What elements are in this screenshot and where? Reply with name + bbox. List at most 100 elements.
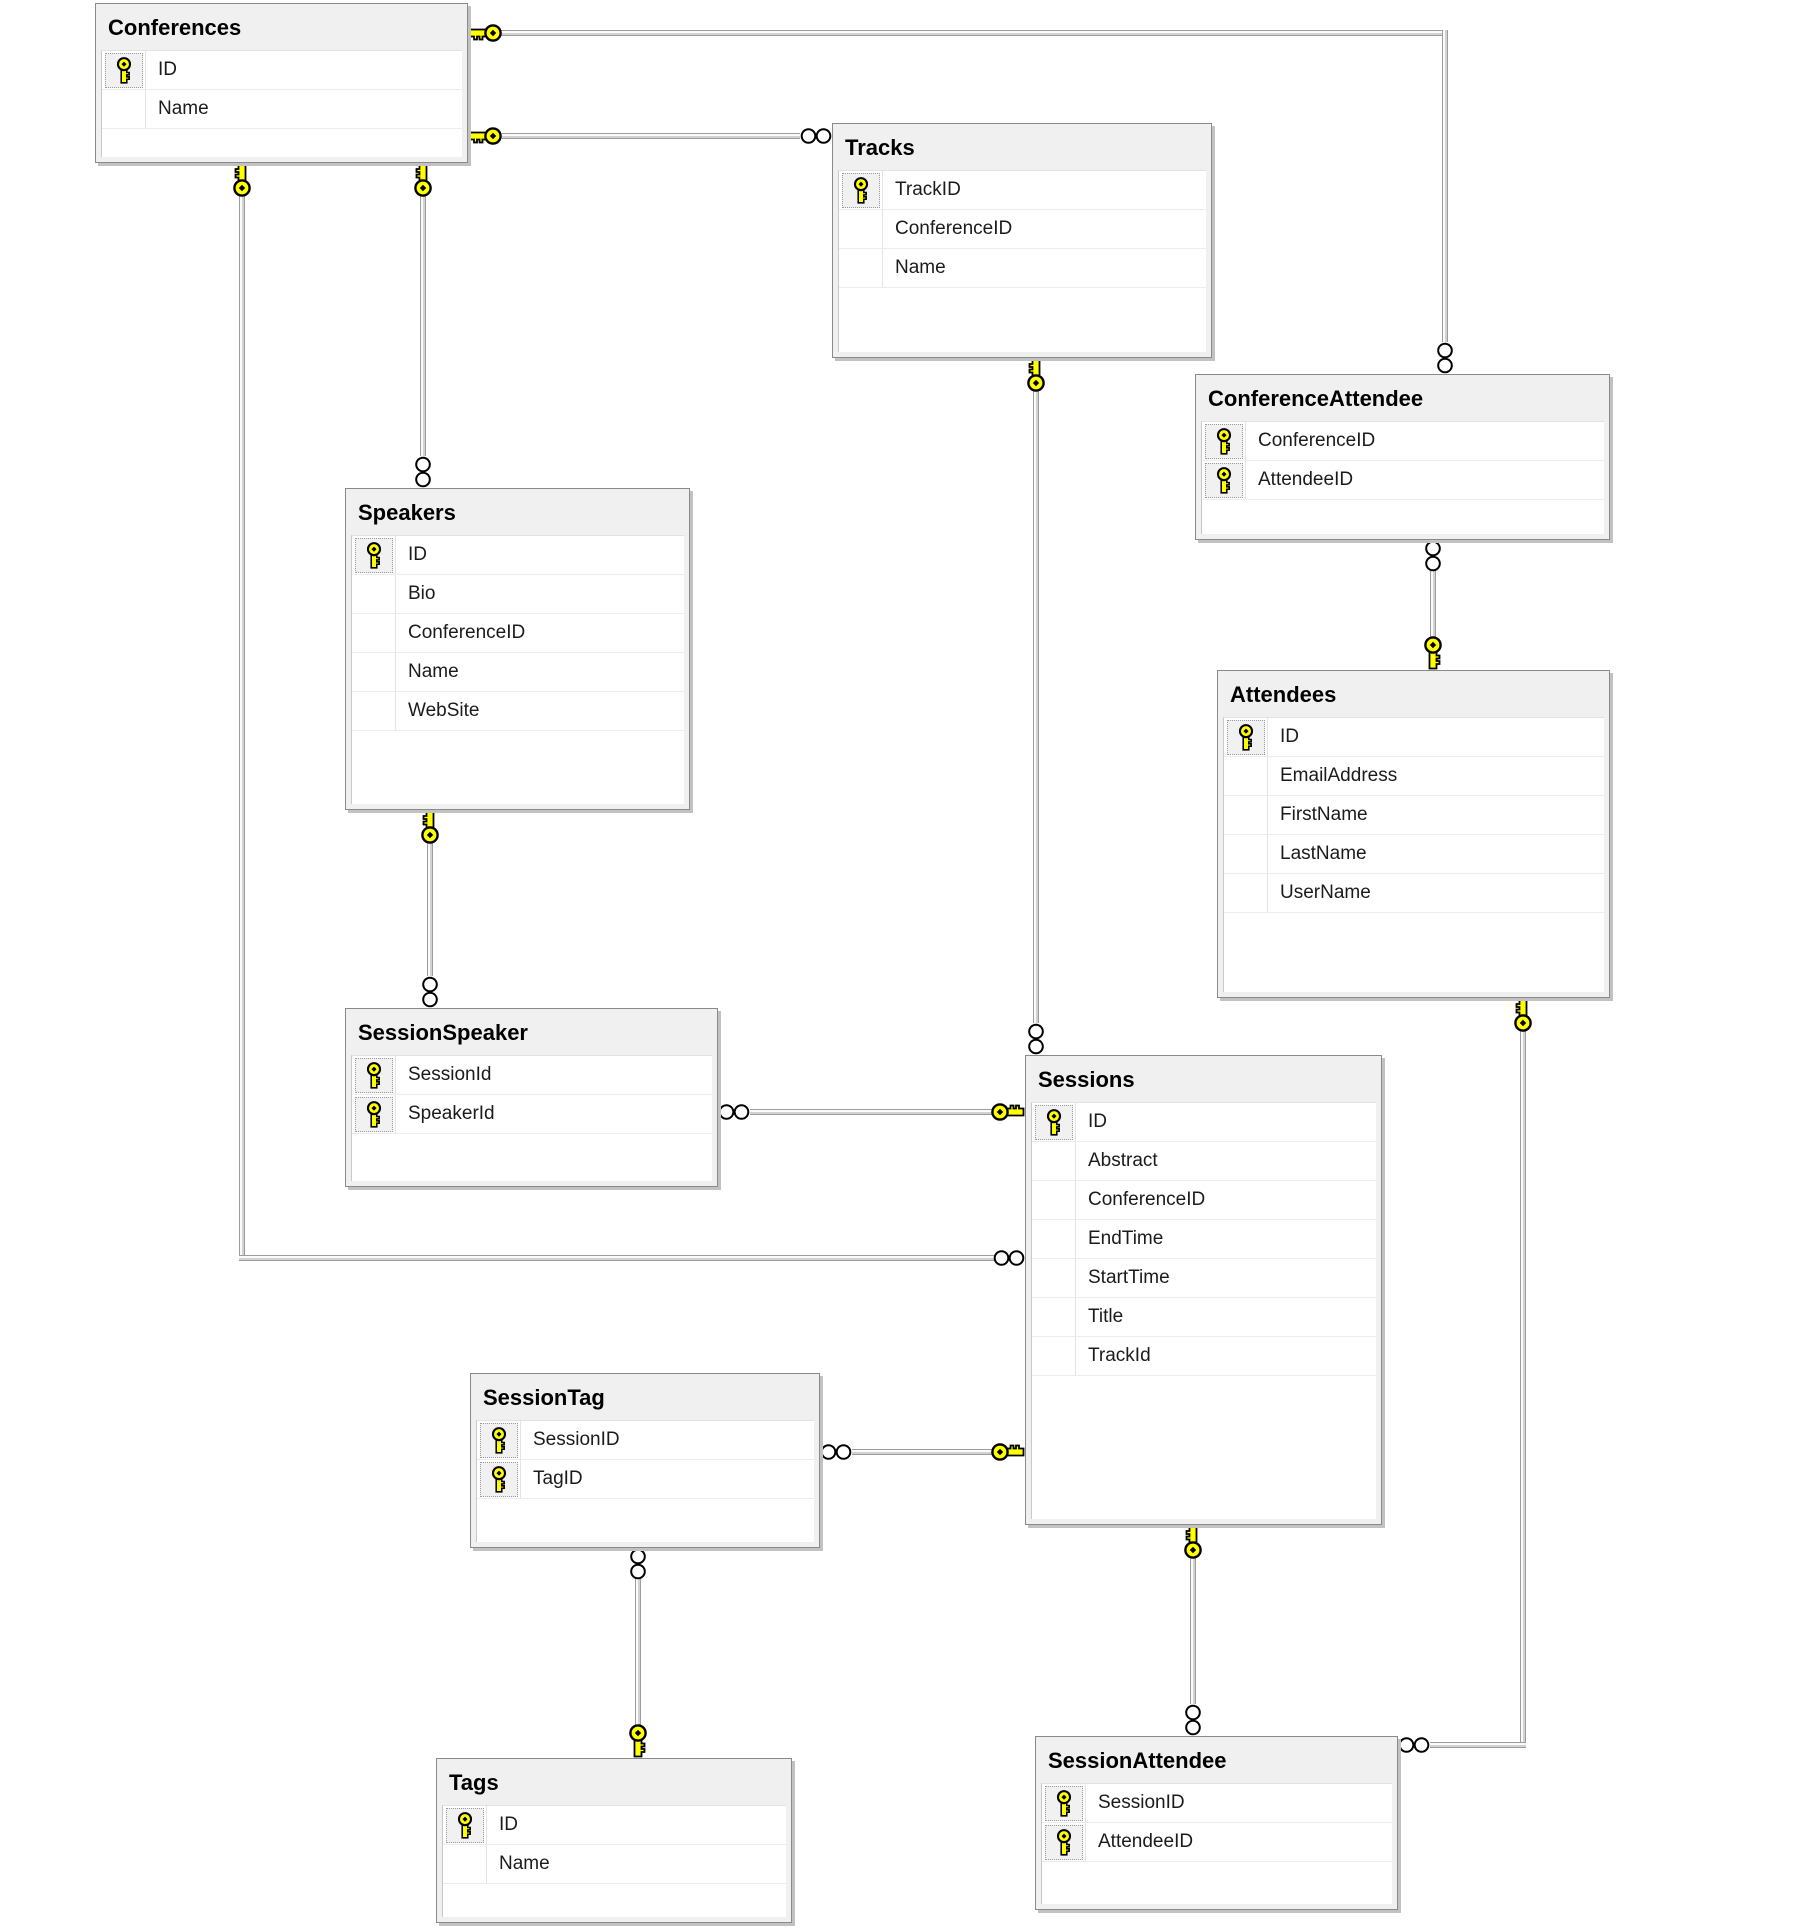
field-name: UserName [1280, 882, 1371, 903]
relationship-line-Conferences-Sessions[interactable] [239, 195, 245, 1261]
field-row-StartTime[interactable]: StartTime [1032, 1259, 1376, 1298]
relationship-line-Attendees-SessionAttendee[interactable] [1520, 1030, 1526, 1748]
one-side-key-icon [1423, 636, 1443, 670]
field-row-FirstName[interactable]: FirstName [1224, 796, 1604, 835]
empty-icon-cell [443, 1845, 487, 1883]
field-row-ConferenceID[interactable]: ConferenceID [352, 614, 684, 653]
field-name: SpeakerId [408, 1103, 495, 1124]
field-row-WebSite[interactable]: WebSite [352, 692, 684, 731]
field-row-EndTime[interactable]: EndTime [1032, 1220, 1376, 1259]
table-title-ConferenceAttendee[interactable]: ConferenceAttendee [1208, 386, 1424, 411]
field-row-ID[interactable]: ID [102, 51, 462, 90]
field-row-TagID[interactable]: TagID [477, 1460, 814, 1499]
primary-key-icon [104, 52, 143, 88]
empty-icon-cell [352, 692, 396, 730]
field-row-SessionID[interactable]: SessionID [477, 1421, 814, 1460]
field-row-Name[interactable]: Name [443, 1845, 786, 1884]
table-title-Tags[interactable]: Tags [449, 1770, 499, 1795]
field-row-SessionId[interactable]: SessionId [352, 1056, 712, 1095]
field-row-ID[interactable]: ID [443, 1806, 786, 1845]
field-row-ID[interactable]: ID [352, 536, 684, 575]
relationship-line-Conferences-Sessions[interactable] [239, 1255, 995, 1261]
primary-key-cell [1042, 1784, 1086, 1822]
field-row-TrackID[interactable]: TrackID [839, 171, 1206, 210]
many-side-infinity-icon [422, 976, 438, 1008]
field-name: TrackId [1088, 1345, 1151, 1366]
field-name: ID [1280, 726, 1299, 747]
field-name: SessionID [533, 1429, 620, 1450]
relationship-line-Conferences-Speakers[interactable] [420, 195, 426, 456]
primary-key-icon [1226, 719, 1265, 755]
field-row-AttendeeID[interactable]: AttendeeID [1202, 461, 1604, 500]
empty-icon-cell [1224, 835, 1268, 873]
field-row-Abstract[interactable]: Abstract [1032, 1142, 1376, 1181]
primary-key-cell [1032, 1103, 1076, 1141]
relationship-line-Tracks-Sessions[interactable] [1033, 390, 1039, 1023]
table-title-SessionTag[interactable]: SessionTag [483, 1385, 605, 1410]
relationship-line-Conferences-Tracks[interactable] [502, 133, 800, 139]
relationship-line-Sessions-SessionAttendee[interactable] [1190, 1555, 1196, 1704]
field-row-Bio[interactable]: Bio [352, 575, 684, 614]
field-row-SessionID[interactable]: SessionID [1042, 1784, 1392, 1823]
empty-icon-cell [1032, 1337, 1076, 1375]
table-title-SessionAttendee[interactable]: SessionAttendee [1048, 1748, 1227, 1773]
relationship-line-Sessions-SessionSpeaker[interactable] [750, 1109, 993, 1115]
field-name: Abstract [1088, 1150, 1158, 1171]
empty-icon-cell [1032, 1259, 1076, 1297]
field-row-Name[interactable]: Name [102, 90, 462, 129]
field-row-ID[interactable]: ID [1224, 718, 1604, 757]
relationship-line-Conferences-ConferenceAttendee[interactable] [500, 30, 1448, 36]
field-row-ConferenceID[interactable]: ConferenceID [1202, 422, 1604, 461]
table-title-Attendees[interactable]: Attendees [1230, 682, 1337, 707]
table-title-Speakers[interactable]: Speakers [358, 500, 456, 525]
relationship-line-Speakers-SessionSpeaker[interactable] [427, 842, 433, 976]
many-side-infinity-icon [1398, 1737, 1430, 1753]
relationship-line-Attendees-ConferenceAttendee[interactable] [1430, 570, 1436, 638]
field-row-TrackId[interactable]: TrackId [1032, 1337, 1376, 1376]
table-title-Tracks[interactable]: Tracks [845, 135, 915, 160]
field-name: ConferenceID [895, 218, 1013, 239]
field-row-Name[interactable]: Name [352, 653, 684, 692]
primary-key-cell [352, 1056, 396, 1094]
field-row-SpeakerId[interactable]: SpeakerId [352, 1095, 712, 1134]
relationship-line-Conferences-ConferenceAttendee[interactable] [1442, 30, 1448, 342]
field-name: ID [499, 1814, 518, 1835]
field-row-ID[interactable]: ID [1032, 1103, 1376, 1142]
field-row-UserName[interactable]: UserName [1224, 874, 1604, 913]
empty-icon-cell [102, 90, 146, 128]
field-name: Name [158, 98, 209, 119]
field-name: ID [408, 544, 427, 565]
relationship-line-Tags-SessionTag[interactable] [635, 1578, 641, 1726]
relationship-line-Attendees-SessionAttendee[interactable] [1430, 1742, 1526, 1748]
relationship-line-Sessions-SessionTag[interactable] [852, 1449, 993, 1455]
primary-key-icon [479, 1422, 518, 1458]
primary-key-icon [445, 1807, 484, 1843]
one-side-key-icon [628, 1724, 648, 1758]
field-row-Name[interactable]: Name [839, 249, 1206, 288]
table-title-SessionSpeaker[interactable]: SessionSpeaker [358, 1020, 528, 1045]
field-row-EmailAddress[interactable]: EmailAddress [1224, 757, 1604, 796]
empty-icon-cell [1032, 1220, 1076, 1258]
field-row-Title[interactable]: Title [1032, 1298, 1376, 1337]
primary-key-cell [352, 536, 396, 574]
table-title-Sessions[interactable]: Sessions [1038, 1067, 1135, 1092]
table-title-Conferences[interactable]: Conferences [108, 15, 242, 40]
empty-icon-cell [1224, 757, 1268, 795]
field-row-ConferenceID[interactable]: ConferenceID [1032, 1181, 1376, 1220]
primary-key-icon [1034, 1104, 1073, 1140]
field-row-LastName[interactable]: LastName [1224, 835, 1604, 874]
many-side-infinity-icon [1185, 1704, 1201, 1736]
field-row-ConferenceID[interactable]: ConferenceID [839, 210, 1206, 249]
field-row-AttendeeID[interactable]: AttendeeID [1042, 1823, 1392, 1862]
